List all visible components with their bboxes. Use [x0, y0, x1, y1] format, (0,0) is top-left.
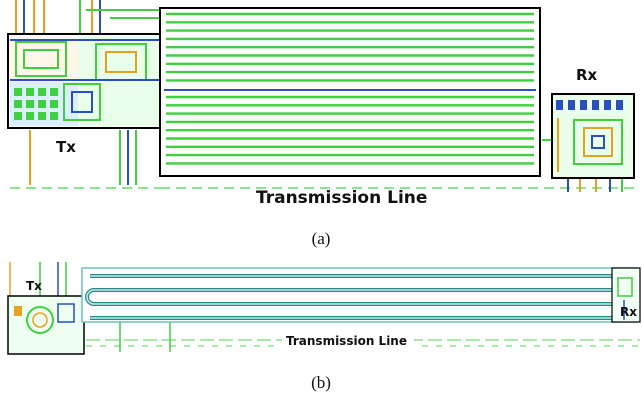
panel-b-rx-label: Rx [620, 305, 637, 319]
panel-b-tx-block [7, 295, 85, 355]
panel-a-routing [10, 0, 640, 192]
caption-a: (a) [312, 229, 331, 248]
panel-a-rx-box [551, 93, 635, 179]
panel-b-tline-label: Transmission Line [286, 334, 407, 348]
panel-b-transmission-line [81, 267, 637, 323]
panel-a-tline-box [159, 7, 541, 177]
panel-b-rx-block [611, 267, 641, 323]
panel-a-transmission-line [159, 7, 541, 177]
panel-a-tline-label: Transmission Line [256, 188, 427, 208]
panel-b-tx-label: Tx [26, 279, 42, 293]
panel-a-tx-block [7, 33, 161, 129]
panel-a-tx-label: Tx [56, 138, 76, 156]
panel-b-tx-box [7, 295, 85, 355]
caption-b: (b) [311, 373, 331, 392]
panel-b-rx-box [611, 267, 641, 323]
panel-a-rx-block [551, 93, 635, 179]
panel-a: Tx Rx Transmission Line (a) [7, 0, 640, 248]
panel-a-rx-label: Rx [576, 66, 598, 84]
panel-b: Tx Rx Transmission Line (b) [7, 262, 641, 392]
